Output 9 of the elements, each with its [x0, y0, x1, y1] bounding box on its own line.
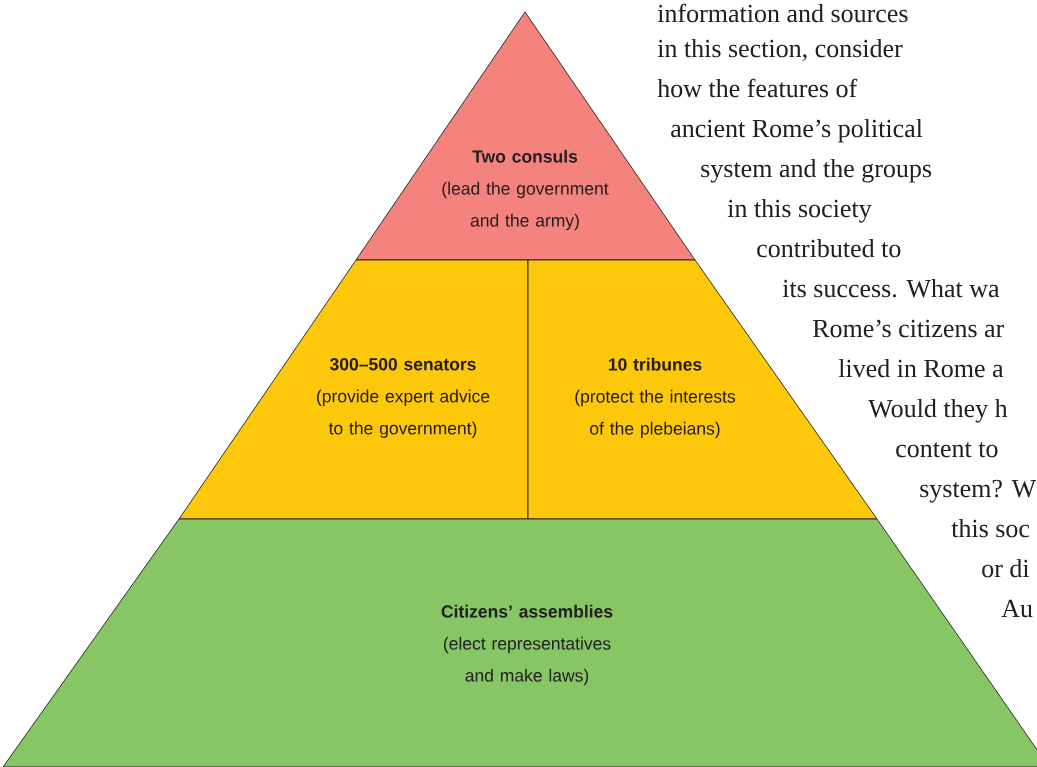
body-text-line: contributed to [757, 238, 901, 258]
body-text-line: or di [982, 558, 1030, 578]
body-text-line: system and the groups [701, 158, 932, 183]
body-text-line: in this society [727, 198, 872, 223]
pyramid-tier: 300–500 senators (provide expert advice to the government) [178, 259, 529, 520]
body-text-line: Au [1001, 599, 1033, 618]
body-text-line: system? W [920, 479, 1037, 503]
body-text-line: this soc [951, 518, 1030, 538]
body-text-line: content to [896, 442, 998, 458]
